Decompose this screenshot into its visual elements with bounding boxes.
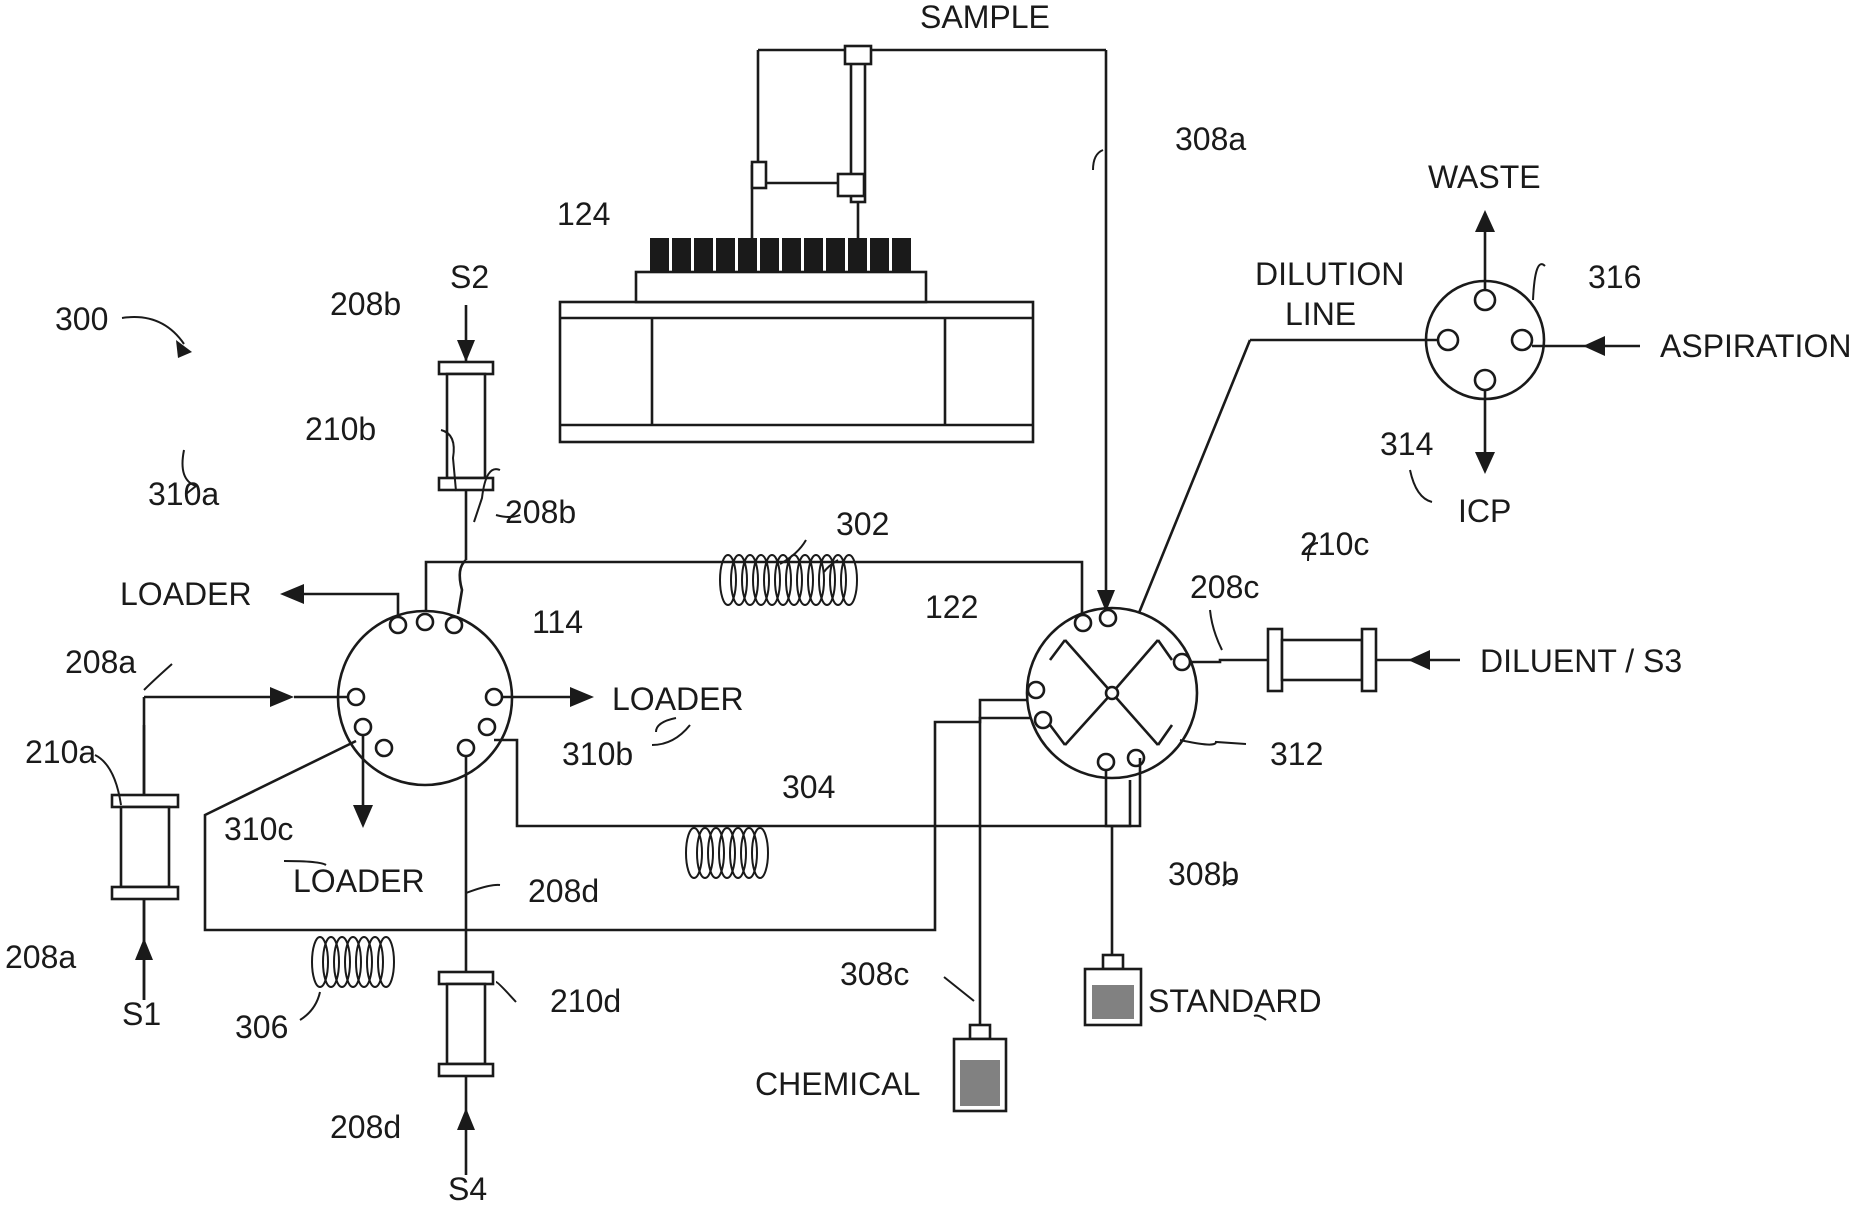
loader-310a-arrow xyxy=(280,584,398,617)
valve-122-icon xyxy=(1027,608,1197,778)
label-standard: STANDARD xyxy=(1148,983,1322,1019)
label-208a-top: 208a xyxy=(65,644,136,680)
chemical-line-308c xyxy=(980,718,1030,1025)
label-208b-mid: 208b xyxy=(505,494,576,530)
label-310b: 310b xyxy=(562,736,633,772)
label-waste: WASTE xyxy=(1428,159,1541,195)
label-308c: 308c xyxy=(840,956,909,992)
label-208d-bot: 208d xyxy=(330,1109,401,1145)
label-210b: 210b xyxy=(305,411,376,447)
label-loader-b: LOADER xyxy=(612,681,744,717)
label-icp: ICP xyxy=(1458,493,1511,529)
label-302: 302 xyxy=(836,506,889,542)
bottle-icon-chemical xyxy=(954,1025,1006,1111)
sample-vials xyxy=(650,238,911,272)
label-314: 314 xyxy=(1380,426,1433,462)
label-310a: 310a xyxy=(148,476,219,512)
label-line: LINE xyxy=(1285,296,1356,332)
coil-302 xyxy=(426,555,1082,615)
loader-310b-arrow xyxy=(502,687,594,707)
label-208c: 208c xyxy=(1190,569,1259,605)
label-loader-c: LOADER xyxy=(293,863,425,899)
label-loader-a: LOADER xyxy=(120,576,252,612)
label-aspiration: ASPIRATION xyxy=(1660,328,1851,364)
column-210c-icon xyxy=(1190,629,1460,691)
label-s1: S1 xyxy=(122,996,161,1032)
label-208a-bot: 208a xyxy=(5,939,76,975)
label-310c: 310c xyxy=(224,811,293,847)
ref-300-arrow xyxy=(122,317,184,344)
label-210a: 210a xyxy=(25,734,96,770)
label-312: 312 xyxy=(1270,736,1323,772)
label-208b-top: 208b xyxy=(330,286,401,322)
label-122: 122 xyxy=(925,589,978,625)
label-chemical: CHEMICAL xyxy=(755,1066,920,1102)
autosampler-icon xyxy=(560,46,1033,442)
standard-line-308b xyxy=(1106,758,1140,955)
label-308b: 308b xyxy=(1168,856,1239,892)
column-210d-icon xyxy=(439,930,493,1175)
label-114: 114 xyxy=(532,604,583,640)
label-diluent-s3: DILUENT / S3 xyxy=(1480,643,1682,679)
label-s4: S4 xyxy=(448,1171,487,1207)
label-s2: S2 xyxy=(450,259,489,295)
label-210d: 210d xyxy=(550,983,621,1019)
label-306: 306 xyxy=(235,1009,288,1045)
label-304: 304 xyxy=(782,769,835,805)
label-300: 300 xyxy=(55,301,108,337)
label-124: 124 xyxy=(557,196,610,232)
label-sample: SAMPLE xyxy=(920,0,1050,35)
label-dilution: DILUTION xyxy=(1255,256,1404,292)
bottle-icon-standard xyxy=(1085,955,1141,1025)
valve-316-icon xyxy=(1250,210,1640,474)
label-210c: 210c xyxy=(1300,526,1369,562)
label-208d-mid: 208d xyxy=(528,873,599,909)
label-308a: 308a xyxy=(1175,121,1246,157)
label-316: 316 xyxy=(1588,259,1641,295)
